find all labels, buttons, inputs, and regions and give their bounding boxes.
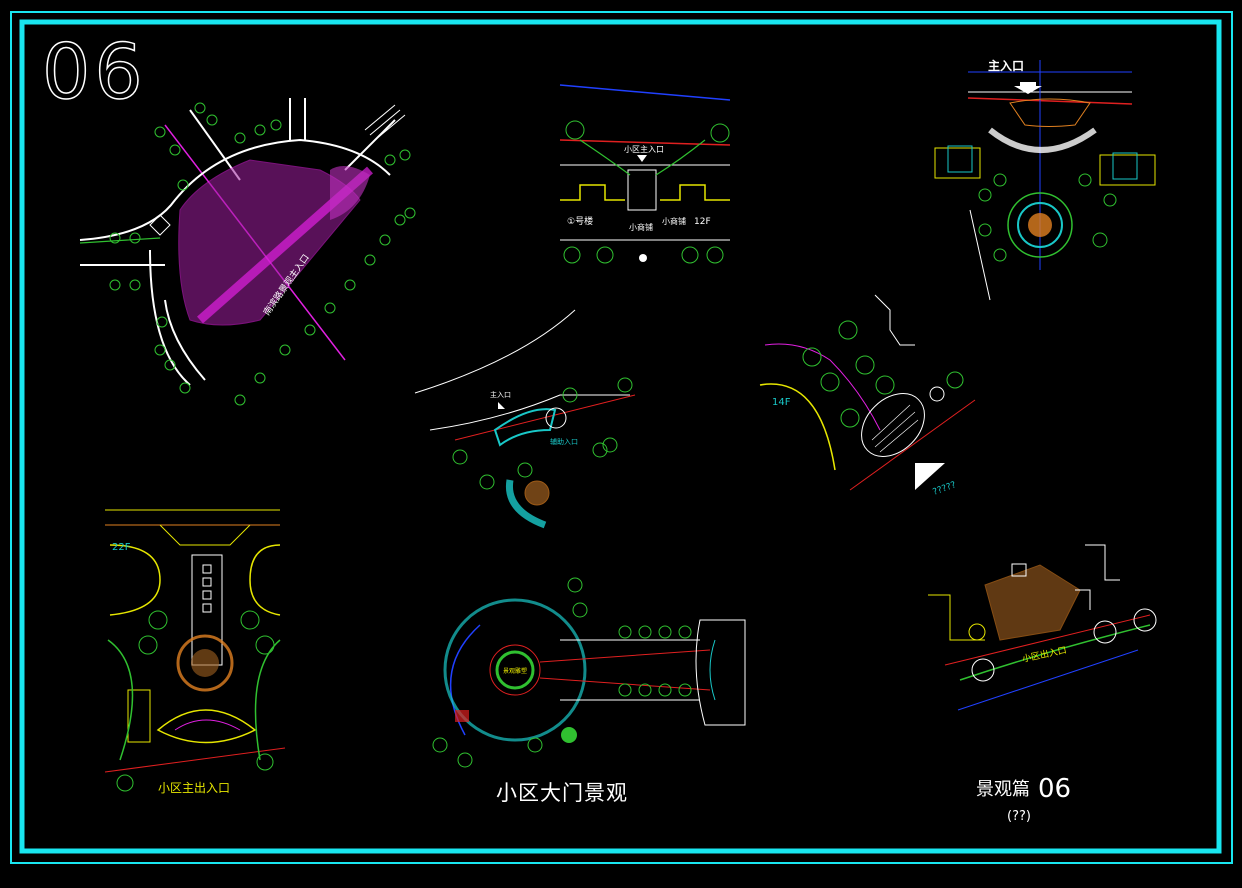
plan-2-building-a: ①号楼: [567, 215, 593, 227]
sheet-number: 06: [42, 27, 147, 116]
text-p5l: ?????: [932, 480, 958, 498]
plan-5-label: ?????: [932, 480, 958, 498]
text-section-title: 景观篇: [976, 779, 1030, 800]
text-section-subtitle: (??): [1007, 809, 1031, 824]
text-sheet-title: 小区大门景观: [496, 781, 628, 805]
text-p6e: 小区主出入口: [158, 781, 230, 795]
plan-4-secondary: 辅助入口: [550, 437, 578, 446]
sheet-title: 小区大门景观: [496, 781, 628, 805]
plan-6-plaza: [104, 509, 286, 792]
text-sheet-number: 06: [42, 27, 147, 116]
section-number: 06: [1038, 774, 1071, 804]
outer-frame: [10, 11, 1233, 864]
text-p6f: 22F: [112, 542, 131, 553]
text-p7c: 景观雕塑: [503, 667, 527, 675]
text-p2e: 小区主入口: [624, 144, 664, 154]
section-subtitle: (??): [1007, 809, 1031, 824]
plan-6-floors: 22F: [112, 542, 131, 553]
text-p2c: 小商铺: [662, 216, 686, 226]
inner-frame: [19, 19, 1222, 854]
plan-8-entry: 小区出入口: [1021, 644, 1068, 665]
text-p8e: 小区出入口: [1021, 644, 1068, 665]
plan-6-entry: 小区主出入口: [158, 781, 230, 795]
plan-8-entrance: [928, 544, 1157, 711]
text-p4e: 主入口: [490, 390, 511, 399]
plan-7-center: 景观雕塑: [503, 667, 527, 675]
plan-1-plaza: [79, 98, 416, 406]
text-p3e: 主入口: [988, 58, 1024, 73]
text-p2f: 12F: [694, 217, 711, 227]
text-p2a: ①号楼: [567, 215, 593, 227]
section-title: 景观篇: [976, 779, 1030, 800]
plan-2-building-c: 小商铺: [662, 216, 686, 226]
plan-4-entrance: [414, 309, 636, 529]
plan-5-floors: 14F: [772, 397, 791, 408]
plan-2-building-b: 小商铺: [629, 222, 653, 232]
plan-2-entrance: [559, 84, 731, 264]
plan-7-roundabout: [432, 577, 746, 768]
plan-5-plan: [759, 294, 976, 491]
plan-4-entry: 主入口: [490, 390, 511, 399]
text-section-number: 06: [1038, 774, 1071, 804]
text-p4s: 辅助入口: [550, 437, 578, 446]
plan-3-entrance: [934, 60, 1156, 301]
plan-3-entry-label: 主入口: [988, 58, 1024, 73]
text-p5f: 14F: [772, 397, 791, 408]
plan-2-floors: 12F: [694, 217, 711, 227]
text-p2b: 小商铺: [629, 222, 653, 232]
plan-2-entry-label: 小区主入口: [624, 144, 664, 154]
